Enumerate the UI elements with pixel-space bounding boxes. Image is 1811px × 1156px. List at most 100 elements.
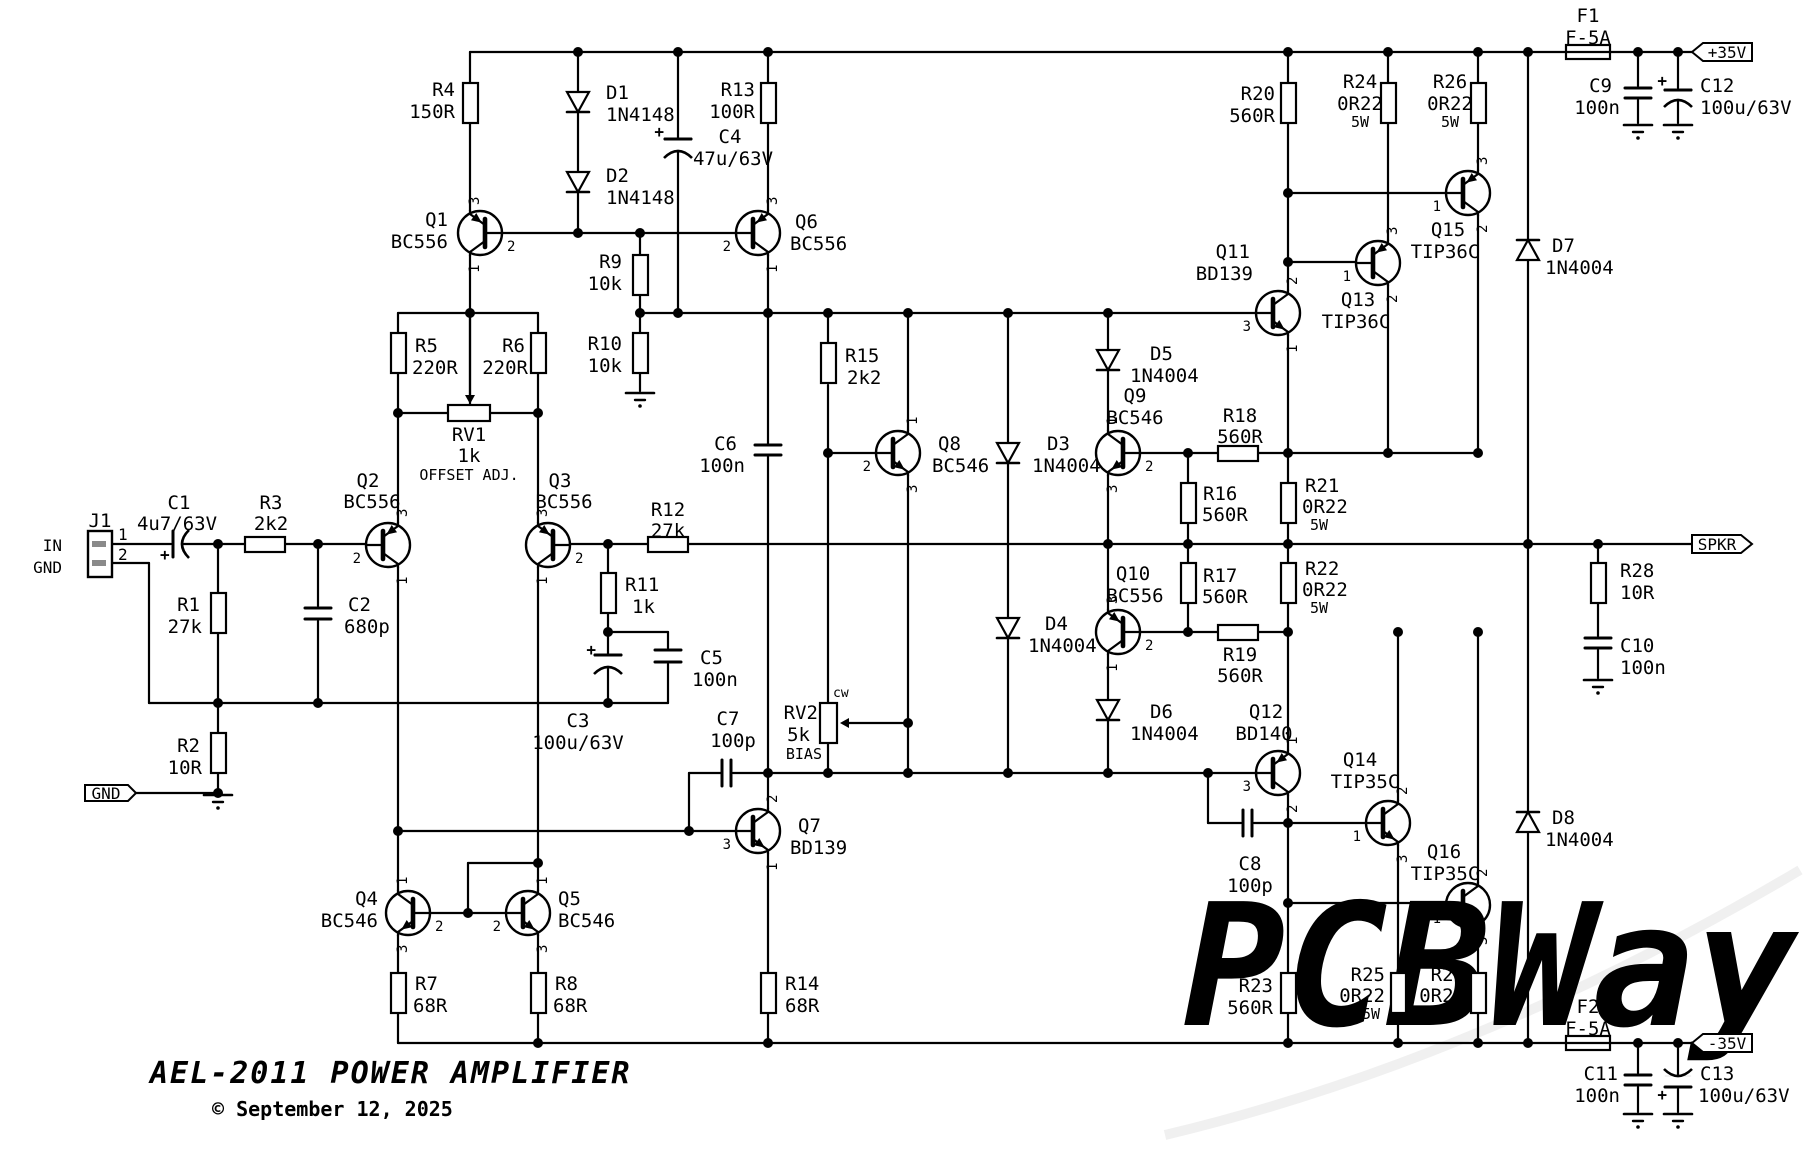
component-ref: 0R22 xyxy=(1302,496,1348,518)
transistor-Q15: 3 1 2 xyxy=(1433,157,1492,233)
junction-dot xyxy=(635,308,645,318)
component-ref: 100n xyxy=(1574,1085,1620,1107)
component-ref: C7 xyxy=(717,708,740,730)
diode-D4 xyxy=(995,616,1021,641)
component-value: 100u/63V xyxy=(1698,1085,1790,1107)
pin-number: 2 xyxy=(1145,459,1153,475)
component-ref: C1 xyxy=(168,492,191,514)
component-ref: Q2 xyxy=(357,470,380,492)
capacitor-C3 xyxy=(593,653,623,675)
fuse-F1 xyxy=(1564,43,1612,61)
component-value: 4u7/63V xyxy=(137,513,217,535)
capacitor-C13 xyxy=(1663,1068,1693,1089)
pin-number: 1 xyxy=(535,577,551,585)
cap-plate-curved xyxy=(1663,1068,1693,1078)
component-ref: C13 xyxy=(1700,1063,1734,1085)
component-value: BC546 xyxy=(932,455,989,477)
junction-dot xyxy=(823,448,833,458)
component-value: 1N4148 xyxy=(606,187,675,209)
cap-plate-curved xyxy=(663,149,693,159)
component-ref: 10R xyxy=(1620,582,1655,604)
pin-number: 3 xyxy=(1475,157,1491,165)
component-ref: Q8 xyxy=(938,433,961,455)
pin-number: 2 xyxy=(1475,225,1491,233)
pot-body xyxy=(818,701,839,745)
resistor-R24 xyxy=(1379,81,1398,125)
component-value: TIP36C xyxy=(1322,311,1391,333)
pin-number: 3 xyxy=(395,509,411,517)
emitter-lead xyxy=(381,551,400,566)
schematic-date: © September 12, 2025 xyxy=(212,1097,453,1121)
component-ref: R4 xyxy=(432,79,455,101)
component-ref: 560R xyxy=(1217,426,1263,448)
potentiometer-RV1 xyxy=(446,311,492,423)
junction-dot xyxy=(1383,47,1393,57)
junction-dot xyxy=(763,308,773,318)
junction-dot xyxy=(684,826,694,836)
component-ref: R8 xyxy=(555,973,578,995)
junction-dot xyxy=(1283,47,1293,57)
emitter-lead xyxy=(751,239,770,254)
component-ref: D8 xyxy=(1552,807,1575,829)
component-ref: 68R xyxy=(413,995,448,1017)
junction-dot xyxy=(393,408,403,418)
pin-number: 3 xyxy=(1475,937,1491,945)
junction-dot xyxy=(1103,539,1113,549)
net-tag-shape xyxy=(84,784,138,802)
junction-dot xyxy=(213,698,223,708)
component-ref: R23 xyxy=(1239,975,1273,997)
connector-J1 xyxy=(86,529,114,579)
junction-dot xyxy=(603,698,613,708)
junction-dot xyxy=(1103,768,1113,778)
component-ref: 560R xyxy=(1202,504,1248,526)
junction-dot xyxy=(823,308,833,318)
junction-dot xyxy=(1003,768,1013,778)
component-ref: D6 xyxy=(1150,701,1173,723)
transistor-Q2: 321 xyxy=(353,509,412,585)
ground-dot xyxy=(1676,136,1680,140)
component-ref: R15 xyxy=(845,345,879,367)
emitter-arrow xyxy=(523,920,535,930)
emitter-arrow xyxy=(386,525,398,535)
component-value: BC556 xyxy=(343,491,400,513)
transistor-Q1: 321 xyxy=(456,197,515,273)
resistor-R15 xyxy=(819,341,838,385)
component-ref: R28 xyxy=(1620,560,1654,582)
component-ref: 100n xyxy=(692,669,738,691)
ground-symbol xyxy=(1622,123,1654,140)
component-ref: C2 xyxy=(348,594,371,616)
watermark-swoosh xyxy=(1163,865,1803,1140)
component-ref: Q1 xyxy=(425,209,448,231)
component-ref: R6 xyxy=(502,335,525,357)
junction-dot xyxy=(1103,308,1113,318)
transistor-Q12: 132 xyxy=(1243,737,1302,813)
pin-number: 1 xyxy=(395,877,411,885)
capacitor-C9 xyxy=(1623,86,1653,100)
component-ref: 100n xyxy=(1574,97,1620,119)
junction-dot xyxy=(573,47,583,57)
component-ref: RV1 xyxy=(452,424,486,446)
component-value: 1N4004 xyxy=(1545,829,1614,851)
junction-dot xyxy=(603,539,613,549)
junction-dot xyxy=(463,908,473,918)
junction-dot xyxy=(1523,47,1533,57)
pin-number: 1 xyxy=(1433,199,1441,215)
component-ref: C9 xyxy=(1589,75,1612,97)
diode-triangle xyxy=(565,170,591,195)
ground-dot xyxy=(1676,1125,1680,1129)
resistor-R13 xyxy=(759,81,778,125)
capacitor-C1 xyxy=(171,529,190,559)
emitter-arrow xyxy=(1276,753,1288,763)
component-ref: R9 xyxy=(599,251,622,273)
emitter-lead xyxy=(1461,199,1480,214)
diode-triangle xyxy=(1515,809,1541,834)
pin-number: 2 xyxy=(575,551,583,567)
emitter-lead xyxy=(536,551,555,566)
component-value: BC546 xyxy=(1106,407,1163,429)
emitter-lead xyxy=(1106,638,1125,653)
resistor-R3 xyxy=(243,535,287,554)
junction-dot xyxy=(1283,448,1293,458)
pin-number: 1 xyxy=(765,265,781,273)
pin-number: 2 xyxy=(1285,277,1301,285)
